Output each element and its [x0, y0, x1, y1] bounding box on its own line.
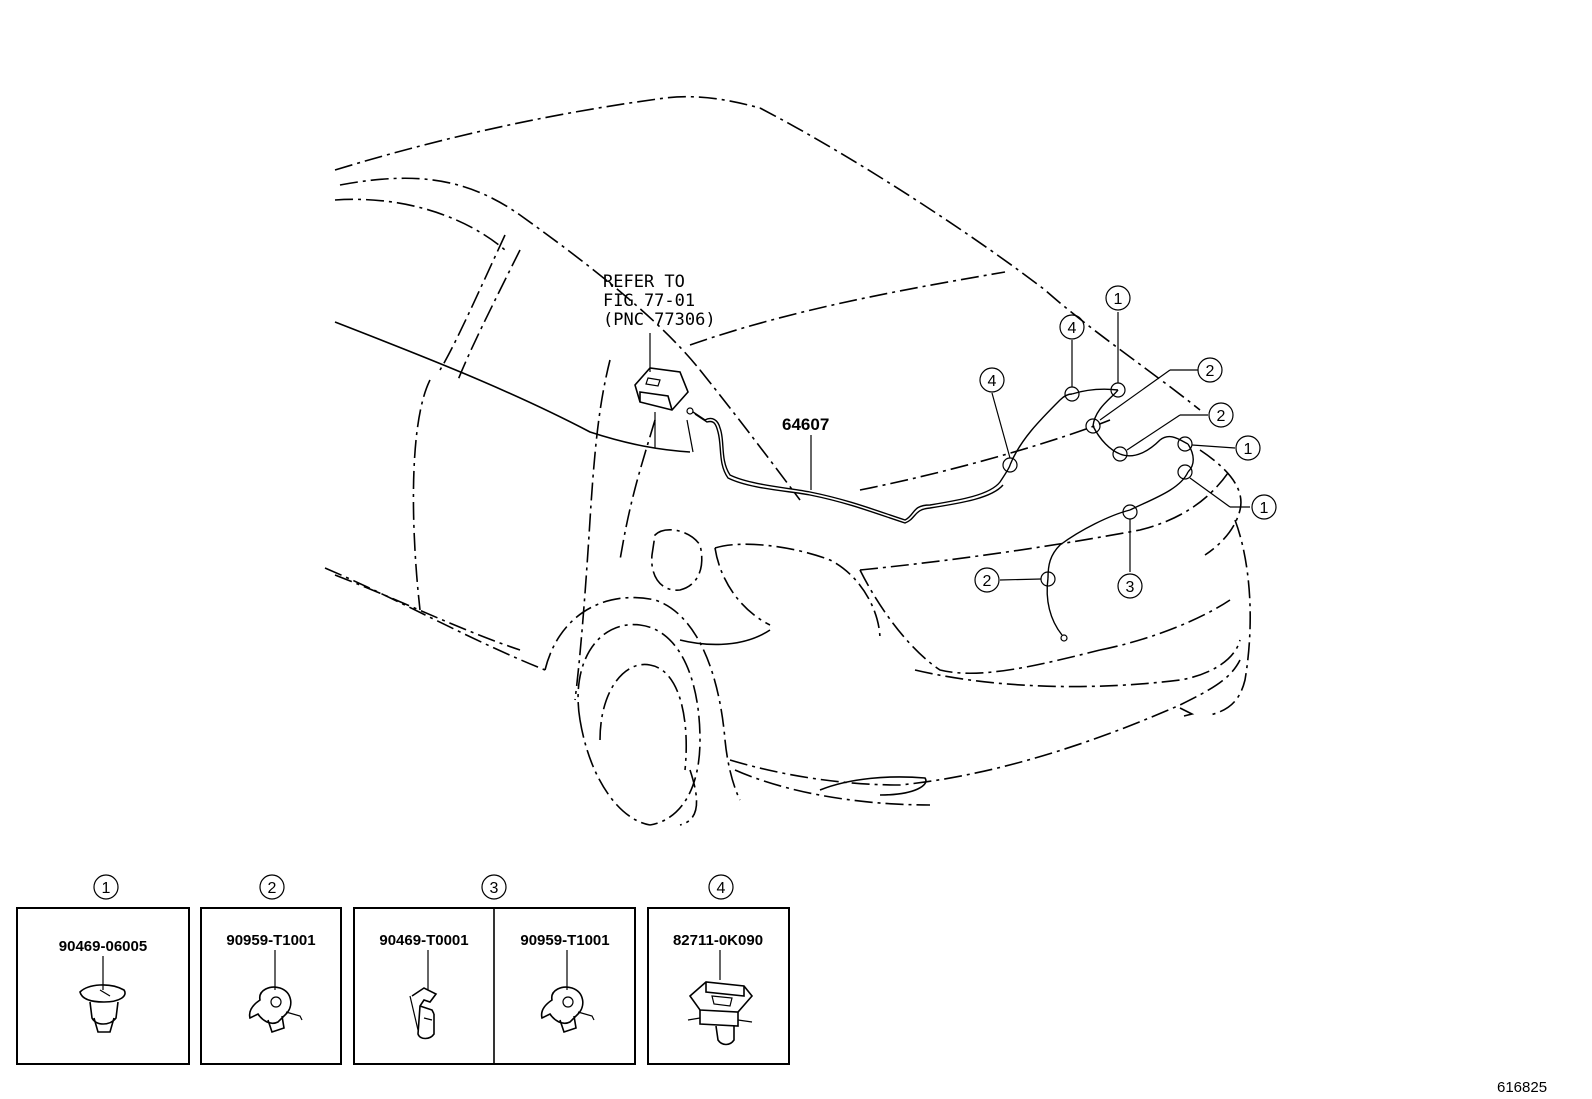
legend-box-2: 2 90959-T1001	[200, 874, 342, 1065]
svg-text:4: 4	[1068, 320, 1077, 337]
reference-note-line-3: (PNC 77306)	[603, 310, 716, 330]
figure-number: 616825	[1497, 1079, 1547, 1096]
reference-note-line-2: FIG 77-01	[603, 291, 695, 311]
callout-3-a: 3	[1117, 573, 1143, 599]
legend-callout-4: 4	[717, 880, 726, 897]
callout-4-b: 4	[1059, 314, 1085, 340]
legend-callout-2: 2	[268, 880, 277, 897]
legend-part-82711-0K090: 82711-0K090	[673, 932, 763, 949]
clip-icon	[79, 984, 126, 1033]
svg-text:1: 1	[1114, 291, 1123, 308]
legend-box-3: 3 90469-T0001 90959-T1001	[353, 874, 636, 1065]
clamp-icon	[248, 986, 303, 1034]
callout-1-a: 1	[1105, 285, 1131, 311]
legend-part-90959-T1001: 90959-T1001	[226, 932, 315, 949]
legend-box-1: 1 90469-06005	[16, 874, 190, 1065]
svg-text:4: 4	[988, 373, 997, 390]
svg-text:2: 2	[1217, 408, 1226, 425]
callout-4-a: 4	[979, 367, 1005, 393]
legend-part-90469-T0001: 90469-T0001	[379, 932, 468, 949]
legend-callout-1: 1	[102, 880, 111, 897]
part-number-64607: 64607	[782, 415, 829, 434]
opener-switch-unit	[634, 333, 694, 453]
svg-text:1: 1	[1260, 500, 1269, 517]
svg-text:2: 2	[983, 573, 992, 590]
svg-text:2: 2	[1206, 363, 1215, 380]
legend-part-90469-06005: 90469-06005	[59, 938, 147, 955]
release-cable-64607	[686, 388, 1194, 642]
legend-callout-3: 3	[490, 880, 499, 897]
clamp-icon	[540, 986, 595, 1034]
callout-1-c: 1	[1251, 494, 1277, 520]
tie-clip-icon	[409, 987, 438, 1040]
grommet-clip-icon	[687, 981, 754, 1046]
callout-1-b: 1	[1235, 435, 1261, 461]
legend-box-4: 4 82711-0K090	[647, 874, 790, 1065]
callout-2-a: 2	[1197, 357, 1223, 383]
callout-leaders	[991, 312, 1250, 581]
reference-note-line-1: REFER TO	[603, 272, 685, 292]
legend-part-90959-T1001-b: 90959-T1001	[520, 932, 609, 949]
callout-2-b: 2	[1208, 402, 1234, 428]
car-body-outline	[324, 95, 1251, 826]
svg-text:3: 3	[1126, 579, 1135, 596]
callout-2-c: 2	[974, 567, 1000, 593]
svg-text:1: 1	[1244, 441, 1253, 458]
